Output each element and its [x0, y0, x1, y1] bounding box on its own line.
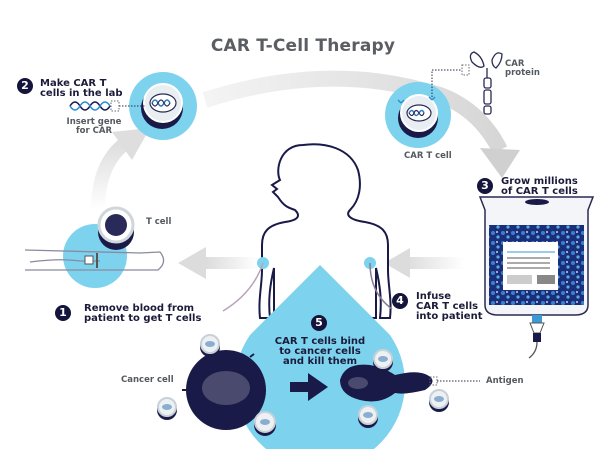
diagram-title: CAR T-Cell Therapy	[210, 36, 396, 56]
step3-label-line1: Grow millions	[501, 176, 578, 187]
insert-gene-line1: Insert gene	[66, 117, 122, 127]
step4-number-badge: 4	[392, 293, 408, 309]
car-protein-line2: protein	[505, 67, 540, 78]
step2-number-badge: 2	[17, 78, 33, 94]
dna-icon	[69, 100, 145, 112]
car-protein-label: CAR protein	[505, 60, 540, 77]
step2-label: Make CAR T cells in the lab	[40, 79, 123, 99]
t-cell-label: T cell	[146, 217, 172, 227]
step5-label-line3: and kill them	[282, 356, 358, 367]
cancer-cell-label: Cancer cell	[121, 375, 174, 385]
t-cell-icon	[97, 206, 135, 250]
step1-number-badge: 1	[55, 305, 71, 321]
step3-label-line2: of CAR T cells	[501, 186, 578, 197]
left-arc-arrow	[91, 128, 150, 211]
step4-label: Infuse CAR T cells into patient	[416, 292, 482, 322]
arrow-to-patient	[384, 248, 464, 278]
step1-label: Remove blood from patient to get T cells	[84, 304, 201, 324]
step4-label-line3: into patient	[416, 311, 483, 322]
step3-number-badge: 3	[477, 178, 493, 194]
insert-gene-label: Insert gene for CAR	[64, 118, 124, 135]
step5-drop	[235, 265, 405, 449]
car-protein-icon	[469, 51, 503, 115]
step2-label-line2: cells in the lab	[40, 88, 123, 99]
arrow-to-step1	[178, 247, 258, 279]
car-t-cell-small	[429, 389, 449, 412]
t-cell-with-gene-icon	[141, 83, 183, 129]
step5-label: CAR T cells bind to cancer cells and kil…	[260, 337, 380, 367]
car-t-cell-small	[157, 397, 177, 420]
step4-label-line1: Infuse	[416, 291, 452, 302]
cancer-cell-icon	[182, 345, 266, 430]
antigen-label: Antigen	[486, 376, 524, 386]
step1-label-line2: patient to get T cells	[84, 313, 202, 324]
top-arc-arrow	[202, 70, 520, 178]
step3-label: Grow millions of CAR T cells	[501, 177, 578, 197]
car-t-cell-small	[254, 411, 276, 436]
arm-blood-draw-icon	[24, 224, 165, 288]
patient-silhouette-icon	[258, 143, 392, 319]
right-arrow-icon	[290, 373, 328, 401]
step5-number-badge: 5	[311, 315, 327, 331]
car-t-cell-label: CAR T cell	[404, 151, 452, 161]
step4-label-line2: CAR T cells	[416, 301, 479, 312]
car-t-cell	[385, 64, 470, 148]
step2-cell	[129, 72, 197, 140]
dying-cancer-cell-icon	[340, 364, 480, 402]
car-t-cell-small	[358, 405, 378, 428]
step2-label-line1: Make CAR T	[40, 78, 107, 89]
car-protein-line1: CAR	[505, 59, 525, 69]
iv-bag-icon	[478, 196, 595, 359]
insert-gene-line2: for CAR	[75, 125, 113, 136]
step5-label-line1: CAR T cells bind	[274, 336, 366, 347]
car-t-cell-small	[373, 349, 393, 372]
step1-label-line1: Remove blood from	[84, 303, 195, 314]
car-t-cell-small	[200, 334, 220, 357]
step5-label-line2: to cancer cells	[279, 346, 361, 357]
